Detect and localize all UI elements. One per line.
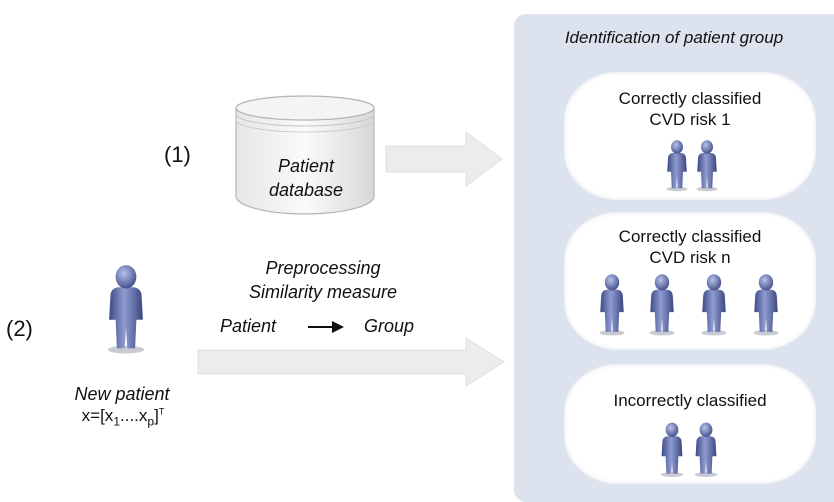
group-incorrect: Incorrectly classified	[564, 364, 816, 484]
database-label-line1: Patient	[277, 156, 335, 176]
person-icon	[660, 422, 718, 477]
group-risk-1-line1: Correctly classified	[618, 89, 762, 108]
formula-suffix: ]	[154, 406, 159, 425]
formula-prefix: x=[x	[81, 406, 114, 425]
arrow-right-icon	[196, 336, 508, 393]
step-1-label: (1)	[164, 142, 191, 167]
arrow-right-icon	[306, 318, 346, 341]
process-line1: Preprocessing	[265, 258, 381, 278]
new-patient-label: New patient	[74, 384, 170, 404]
group-risk-1: Correctly classified CVD risk 1	[564, 72, 816, 200]
panel-title: Identification of patient group	[564, 28, 784, 47]
group-risk-n-label: Correctly classified CVD risk n	[564, 226, 816, 268]
person-icon	[599, 274, 779, 336]
database-label: Patient database	[236, 154, 376, 202]
new-patient-formula: x=[x1....xp]T	[62, 406, 184, 428]
process-from: Patient	[220, 316, 277, 336]
database-label-line2: database	[268, 180, 344, 200]
formula-sub-1: 1	[113, 414, 120, 429]
group-risk-n: Correctly classified CVD risk n	[564, 212, 816, 350]
group-risk-n-line2: CVD risk n	[649, 248, 731, 267]
group-incorrect-label: Incorrectly classified	[613, 391, 767, 410]
process-to: Group	[364, 316, 415, 336]
process-text: Preprocessing Similarity measure	[228, 256, 418, 304]
formula-dots: ....x	[120, 406, 148, 425]
person-icon	[100, 262, 152, 359]
database-icon	[230, 92, 380, 220]
arrow-right-icon	[384, 128, 508, 195]
process-line2: Similarity measure	[248, 282, 398, 302]
group-risk-1-label: Correctly classified CVD risk 1	[564, 88, 816, 130]
step-2-label: (2)	[6, 316, 33, 341]
formula-sub-p: p	[147, 414, 155, 429]
group-risk-1-line2: CVD risk 1	[649, 110, 731, 129]
group-risk-n-line1: Correctly classified	[618, 227, 762, 246]
patient-group-panel: Identification of patient group Correctl…	[514, 14, 834, 502]
person-icon	[666, 140, 718, 192]
formula-sup-t: T	[158, 406, 165, 417]
